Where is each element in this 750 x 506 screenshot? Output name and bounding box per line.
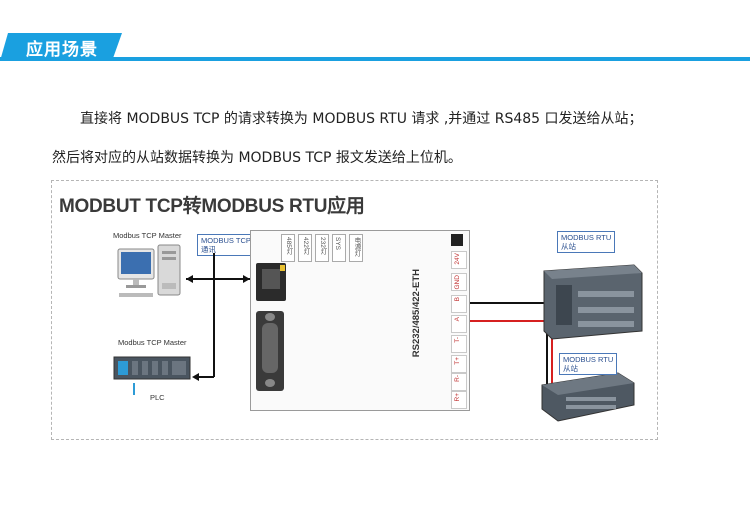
tcp-callout: MODBUS TCP 通讯 [197,234,255,256]
diagram-title: MODBUT TCP转MODBUS RTU应用 [59,196,365,217]
section-header-tab [0,33,122,61]
terminal-gnd: GND [451,273,467,291]
db9-port [256,311,284,391]
terminal-24v: 24V [451,251,467,269]
terminal-a: A [451,315,467,333]
slave-callout-1: MODBUS RTU 从站 [557,231,616,253]
slave-plc-1-icon [543,264,643,340]
intro-line-1: 直接将 MODBUS TCP 的请求转换为 MODBUS RTU 请求 ,并通过… [80,111,643,127]
master-label-plc: Modbus TCP Master [118,338,187,347]
device-chip-icon [451,234,463,246]
indicator-485: 485灯 [281,234,295,262]
slave-callout-2-line1: MODBUS RTU [563,355,614,364]
terminal-t-minus: T- [451,335,467,353]
indicator-sys: SYS [332,234,346,262]
slave-callout-1-line2: 从站 [561,242,576,251]
indicator-power: 电源灯 [349,234,363,262]
ethernet-port [256,263,286,301]
pc-icon [117,244,181,297]
tcp-callout-line2: 通讯 [201,245,216,254]
device-model: RS232/485/422-ETH [411,269,422,358]
application-diagram: MODBUT TCP转MODBUS RTU应用 Modbus TCP Maste… [51,180,658,440]
section-title: 应用场景 [26,40,98,60]
plc-label: PLC [150,393,165,402]
terminal-t-plus: T+ [451,355,467,373]
terminal-r-plus: R+ [451,391,467,409]
indicator-232: 232灯 [315,234,329,262]
gateway-device: 485灯 422灯 232灯 SYS 电源灯 RS232/485/422-ETH [250,230,470,411]
slave-plc-2-icon [541,372,635,422]
plc-icon [113,356,191,395]
slave-callout-2: MODBUS RTU 从站 [559,353,618,375]
slave-callout-2-line2: 从站 [563,364,578,373]
wire-layer [186,253,553,391]
slave-callout-1-line1: MODBUS RTU [561,233,612,242]
intro-line-2: 然后将对应的从站数据转换为 MODBUS TCP 报文发送给上位机。 [52,150,462,166]
terminal-r-minus: R- [451,373,467,391]
indicator-422: 422灯 [298,234,312,262]
tcp-callout-line1: MODBUS TCP [201,236,251,245]
section-header-bar [0,57,750,61]
master-label-pc: Modbus TCP Master [113,231,182,240]
terminal-b: B [451,295,467,313]
